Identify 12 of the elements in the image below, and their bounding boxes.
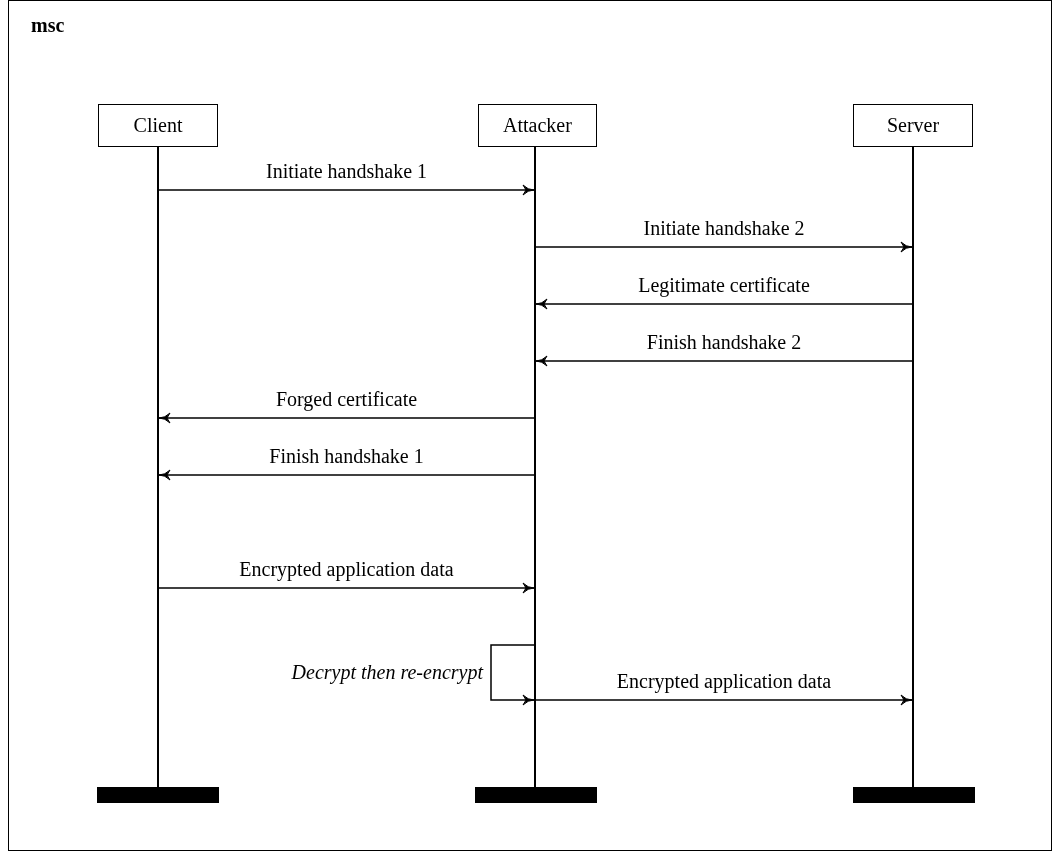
participant-box: Client <box>98 104 218 147</box>
participant-box: Server <box>853 104 973 147</box>
lifeline <box>912 147 914 787</box>
message-label: Forged certificate <box>273 388 420 410</box>
lifeline-end-bar <box>97 787 219 803</box>
lifeline <box>534 147 536 787</box>
participant-box: Attacker <box>478 104 597 147</box>
lifeline-end-bar <box>475 787 597 803</box>
lifeline-end-bar <box>853 787 975 803</box>
lifeline <box>157 147 159 787</box>
message-label: Legitimate certificate <box>636 274 812 296</box>
frame-title: msc <box>31 15 65 35</box>
